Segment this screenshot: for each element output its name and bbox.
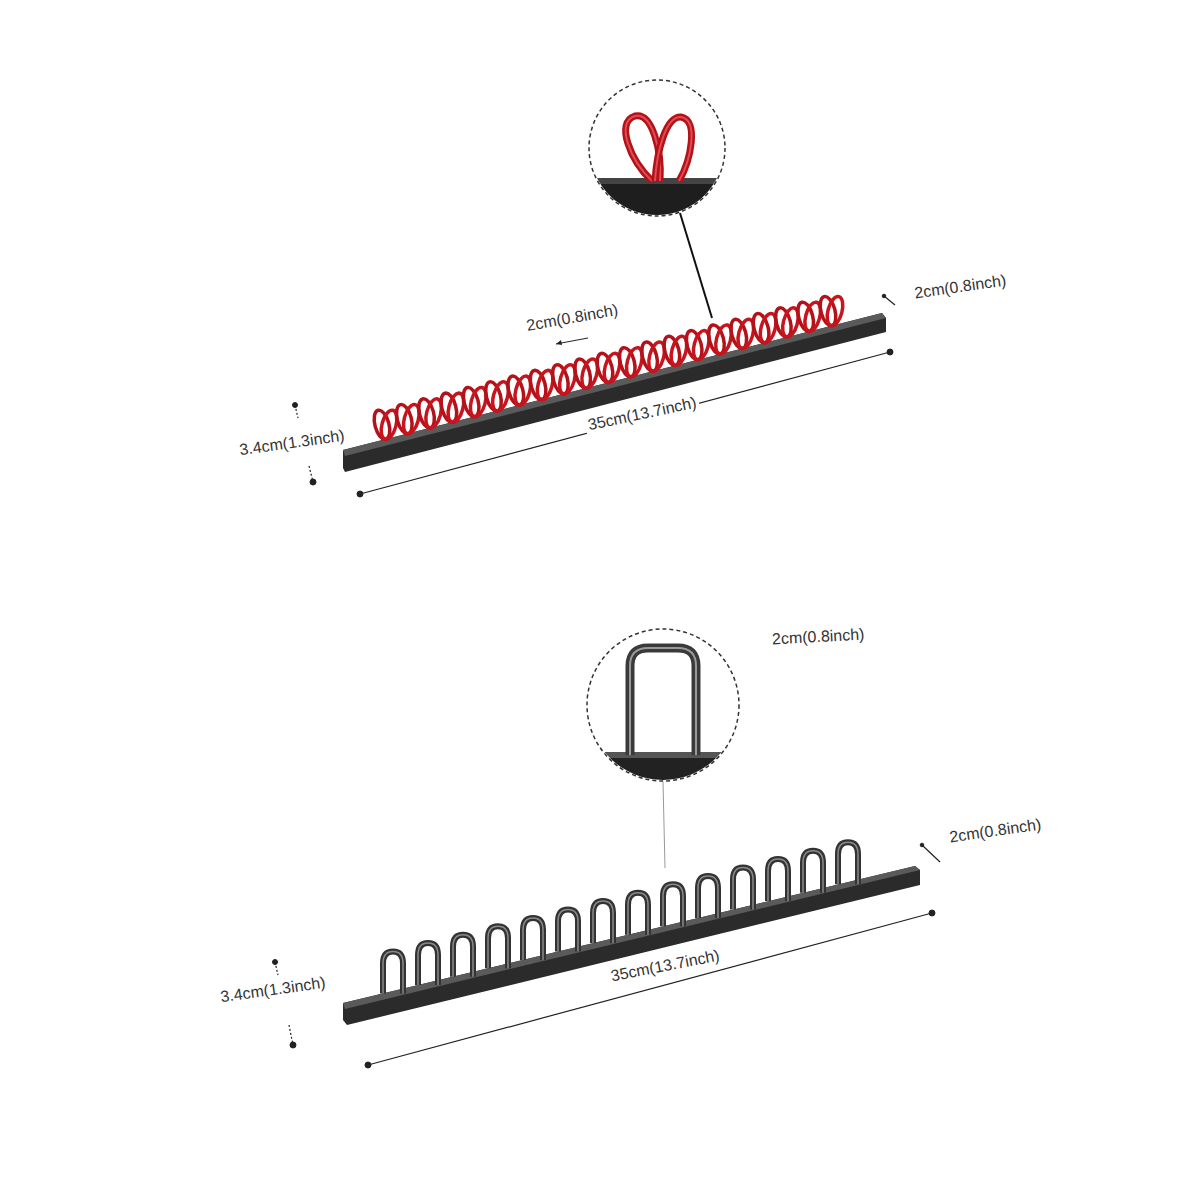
u-clip <box>803 851 823 893</box>
u-clip <box>768 859 788 901</box>
rail-bottom-edge <box>343 866 920 1009</box>
callout-top <box>585 80 735 318</box>
u-clips <box>383 842 858 993</box>
dimension-label: 3.4cm(1.3inch) <box>235 425 349 460</box>
u-clip <box>383 951 403 993</box>
rail-bottom <box>343 866 920 1025</box>
u-clip <box>558 909 578 951</box>
red-loop <box>817 295 845 328</box>
u-clip <box>593 901 613 943</box>
u-clip <box>733 867 753 909</box>
callout-bottom <box>585 629 745 868</box>
u-clip <box>628 893 648 935</box>
u-clip <box>453 935 473 977</box>
dimension-lines <box>273 294 941 1068</box>
dimension-label: 2cm(0.8inch) <box>768 624 867 649</box>
u-clip <box>838 842 858 884</box>
dimension-label: 2cm(0.8inch) <box>522 300 622 337</box>
u-clip <box>488 926 508 968</box>
dimension-label: 2cm(0.8inch) <box>910 270 1010 304</box>
rail-top <box>343 313 886 472</box>
u-clip <box>663 884 683 926</box>
dimension-label: 3.4cm(1.3inch) <box>216 972 330 1007</box>
u-clip <box>523 918 543 960</box>
rail-top-edge <box>343 313 886 456</box>
u-clip <box>698 876 718 918</box>
u-clip <box>418 943 438 985</box>
dimension-label: 2cm(0.8inch) <box>945 814 1045 848</box>
red-loop-clips <box>371 295 845 441</box>
